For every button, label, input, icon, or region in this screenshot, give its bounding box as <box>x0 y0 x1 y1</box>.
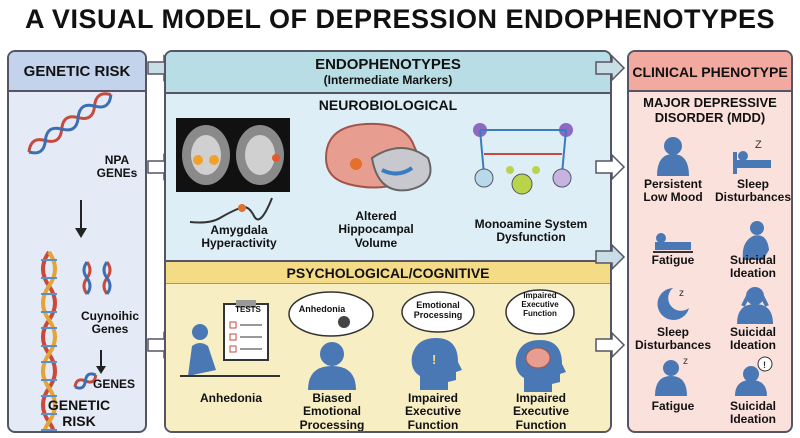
symptom-label: Persistent Low Mood <box>643 177 703 205</box>
arrow-endo-to-clinical-top <box>595 54 626 82</box>
svg-text:!: ! <box>432 352 436 367</box>
bubble-label: Emotional Processing <box>413 300 463 321</box>
slumped-person-icon <box>742 221 769 260</box>
endophenotypes-header: ENDOPHENOTYPES (Intermediate Markers) <box>166 52 610 94</box>
neuron-network-icon <box>473 123 573 195</box>
thought-person-icon: ! <box>735 356 773 396</box>
symptom-label: Fatigue <box>651 399 695 413</box>
sleeping-person-icon: z <box>655 356 688 396</box>
neuro-item-label: Altered Hippocampal Volume <box>338 209 414 250</box>
psych-item-label: Biased Emotional Processing <box>299 391 365 432</box>
symptom-label: Sleep Disturbances <box>714 177 792 205</box>
sad-person-icon <box>657 137 689 176</box>
svg-text:Z: Z <box>755 139 762 151</box>
bubble-label: Anhedonia <box>298 304 346 314</box>
psych-item-label: Impaired Executive Function <box>512 391 570 432</box>
psych-item-label: Impaired Executive Function <box>404 391 462 432</box>
dna-helix-icon <box>27 92 113 431</box>
clinical-phenotype-panel: CLINICAL PHENOTYPE MAJOR DEPRESSIVE DISO… <box>627 50 793 433</box>
genetic-risk-panel: GENETIC RISK <box>7 50 147 433</box>
psychological-header: PSYCHOLOGICAL/COGNITIVE <box>166 262 610 284</box>
symptom-label: Suicidal Ideation <box>729 253 776 281</box>
cuynoihic-genes-label: Cuynoihic Genes <box>80 309 139 337</box>
psychological-section: PSYCHOLOGICAL/COGNITIVE TESTS Anhedonia … <box>166 260 610 432</box>
svg-text:!: ! <box>763 360 766 370</box>
tests-label: TESTS <box>235 305 261 314</box>
mdd-subheader: MAJOR DEPRESSIVE DISORDER (MDD) <box>643 95 777 125</box>
head-brain-icon <box>515 340 566 392</box>
neurobiological-section: NEUROBIOLOGICAL Amygdala Hyperactivity A… <box>166 94 610 258</box>
head-profile-icon: ! <box>411 338 462 390</box>
activity-curve-icon <box>189 197 273 224</box>
arrow-psych-to-clinical-1 <box>595 243 626 271</box>
symptom-label: Fatigue <box>651 253 695 267</box>
bubble-label: Impaired Executive Function <box>521 291 559 318</box>
genetic-risk-header: GENETIC RISK <box>9 52 145 92</box>
symptom-label: Suicidal Ideation <box>729 325 776 353</box>
bed-icon: Z <box>733 139 771 174</box>
thought-bubble-icon <box>505 289 575 335</box>
thought-bubble-icon <box>288 291 374 337</box>
genes-label: GENES <box>92 377 135 391</box>
svg-text:z: z <box>683 356 688 367</box>
symptom-label: Sleep Disturbances <box>634 325 712 353</box>
hippocampus-brain-icon <box>324 122 432 192</box>
neuro-item-label: Monoamine System Dysfunction <box>474 217 588 245</box>
npa-genes-label: NPA GENEs <box>96 153 138 181</box>
endophenotypes-title: ENDOPHENOTYPES <box>315 56 461 73</box>
brain-scan-icon <box>176 118 290 192</box>
genetic-risk-footer: GENETIC RISK <box>47 397 111 429</box>
person-icon <box>308 342 356 390</box>
psych-item-label: Anhedonia <box>200 391 262 405</box>
thought-bubble-icon <box>401 291 475 333</box>
lying-person-icon <box>653 233 693 253</box>
clinical-phenotype-header: CLINICAL PHENOTYPE <box>629 52 791 92</box>
symptom-label: Suicidal Ideation <box>729 399 776 427</box>
endophenotypes-subtitle: (Intermediate Markers) <box>323 73 453 87</box>
arrow-psych-to-clinical-2 <box>595 331 626 359</box>
tests-clipboard-icon <box>180 300 280 377</box>
arrow-neuro-to-clinical <box>595 153 626 181</box>
svg-text:z: z <box>679 288 684 299</box>
endophenotypes-panel: ENDOPHENOTYPES (Intermediate Markers) NE… <box>164 50 612 433</box>
neuro-item-label: Amygdala Hyperactivity <box>201 223 277 251</box>
page-title: A VISUAL MODEL OF DEPRESSION ENDOPHENOTY… <box>24 4 776 34</box>
neurobiological-header: NEUROBIOLOGICAL <box>318 97 458 113</box>
moon-icon: z <box>657 288 689 320</box>
head-in-hands-icon <box>737 287 773 324</box>
